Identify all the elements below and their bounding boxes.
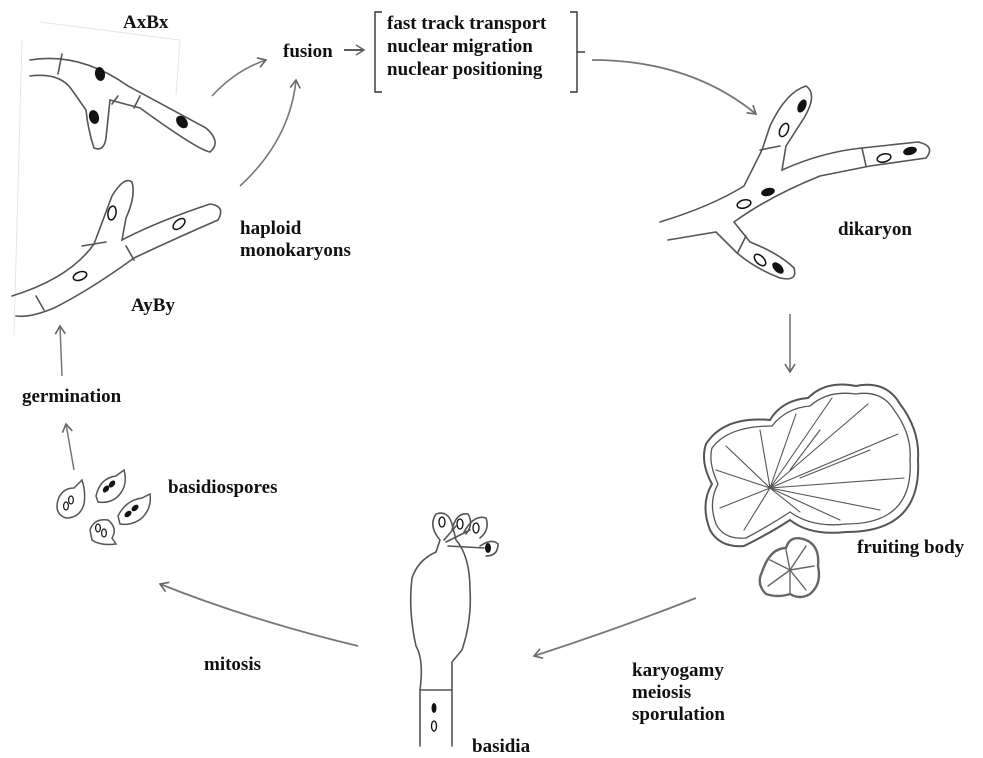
fruiting-body-small — [760, 538, 819, 597]
label-karyogamy-group: karyogamy meiosis sporulation — [632, 660, 725, 726]
process-list: fast track transport nuclear migration n… — [387, 12, 546, 81]
label-fruiting-body: fruiting body — [857, 538, 964, 557]
nucleus-dark — [174, 113, 191, 130]
label-ayby: AyBy — [131, 296, 175, 315]
label-haploid-monokaryons: haploid monokaryons — [240, 218, 351, 262]
nucleus-open — [473, 523, 479, 533]
nucleus-open — [171, 216, 187, 231]
nucleus-dark — [432, 703, 437, 713]
nucleus-open — [432, 721, 437, 731]
label-mitosis: mitosis — [204, 655, 261, 674]
nucleus-open — [457, 519, 463, 529]
hypha-dikaryon — [660, 86, 930, 279]
nucleus-dark — [485, 543, 491, 553]
basidium — [411, 513, 498, 746]
label-monokaryons: monokaryons — [240, 240, 351, 262]
nucleus-open — [876, 152, 892, 163]
nucleus-dark — [902, 145, 918, 156]
process-item-fast-track: fast track transport — [387, 12, 546, 35]
label-haploid: haploid — [240, 218, 351, 240]
process-item-nuclear-migration: nuclear migration — [387, 35, 546, 58]
nucleus-open — [102, 529, 107, 537]
label-meiosis: meiosis — [632, 682, 725, 704]
nucleus-open — [777, 122, 790, 138]
label-karyogamy: karyogamy — [632, 660, 725, 682]
arrow-germination-to-ayby — [60, 326, 62, 376]
fruiting-body-large — [704, 385, 918, 547]
arrow-fruiting-to-basidia — [534, 598, 696, 656]
nucleus-dark — [770, 260, 786, 276]
arrow-ayby-to-fusion — [240, 80, 296, 186]
label-germination: germination — [22, 387, 121, 406]
hypha-axbx — [30, 54, 215, 152]
arrow-axbx-to-fusion — [212, 60, 266, 96]
nucleus-open — [72, 270, 88, 282]
label-dikaryon: dikaryon — [838, 220, 912, 239]
nucleus-dark — [760, 186, 776, 197]
label-basidiospores: basidiospores — [168, 478, 277, 497]
hypha-ayby — [12, 181, 221, 317]
arrow-spores-to-germination — [66, 424, 74, 470]
process-item-nuclear-positioning: nuclear positioning — [387, 58, 546, 81]
dikaryon-nuclei — [736, 98, 918, 276]
nucleus-dark — [130, 503, 139, 512]
nucleus-open — [736, 198, 752, 209]
nucleus-open — [64, 502, 69, 510]
nucleus-open — [69, 496, 74, 504]
label-axbx: AxBx — [123, 13, 168, 32]
label-sporulation: sporulation — [632, 704, 725, 726]
nucleus-open — [96, 524, 101, 532]
label-fusion: fusion — [283, 42, 333, 61]
label-basidia: basidia — [472, 737, 530, 756]
arrow-to-basidiospores — [160, 584, 358, 646]
nucleus-open — [439, 517, 445, 527]
arrow-process-to-dikaryon — [592, 60, 756, 114]
nucleus-dark — [87, 109, 100, 125]
ayby-nuclei — [72, 205, 187, 282]
nucleus-dark — [123, 509, 132, 518]
